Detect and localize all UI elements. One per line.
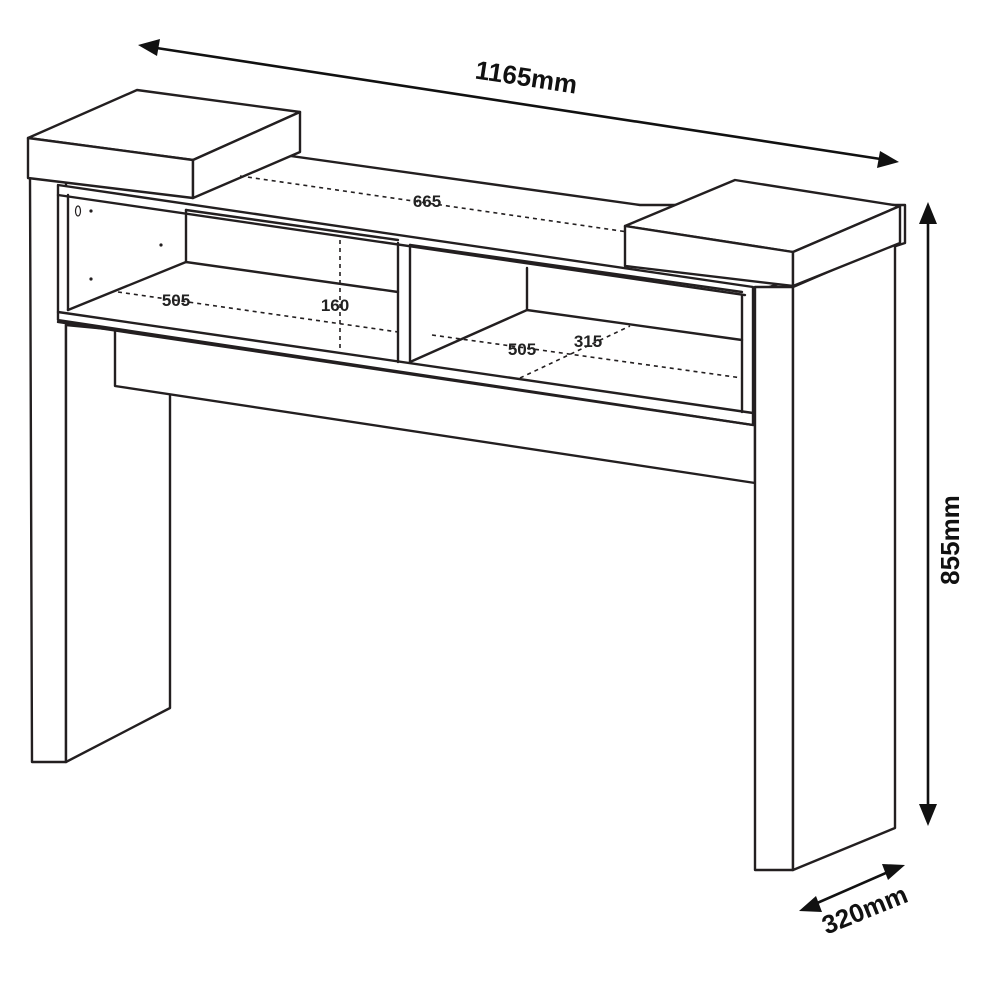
depth-arrow-right-icon	[882, 864, 905, 880]
depth-dimension-line	[807, 867, 896, 909]
depth-arrow-left-icon	[799, 896, 822, 912]
shelf-back-edge	[56, 193, 747, 297]
inner-measure-labels: 665 505 160 505 315	[162, 192, 602, 359]
height-dimension: 855mm	[919, 202, 965, 826]
depth-label: 320mm	[817, 879, 911, 940]
shelf-front-lip-lower	[56, 320, 755, 427]
right-leg-front	[753, 285, 795, 872]
depth-dimension: 320mm	[799, 864, 912, 940]
width-label: 1165mm	[473, 55, 579, 100]
dowel-hole	[74, 205, 82, 217]
shelf-front-lip	[56, 310, 755, 415]
niche-depth-label: 315	[574, 332, 602, 351]
height-label: 855mm	[935, 495, 965, 585]
width-arrow-left-icon	[138, 39, 160, 56]
right-niche-width-label: 505	[508, 340, 536, 359]
width-dimension-line	[149, 45, 888, 162]
console-table	[26, 88, 907, 872]
height-arrow-bottom-icon	[919, 804, 937, 826]
niche-height-label: 160	[321, 296, 349, 315]
right-niche-top-edge	[408, 243, 744, 294]
left-niche-top-edge	[184, 208, 400, 242]
right-leg-side	[791, 241, 897, 872]
pin-dot-3	[89, 277, 93, 281]
width-arrow-right-icon	[877, 151, 899, 168]
pin-dot-1	[89, 209, 93, 213]
top-gap-label: 665	[413, 192, 441, 211]
right-block-side	[791, 204, 902, 288]
left-niche-width-label: 505	[162, 291, 190, 310]
dash-top-gap	[239, 175, 629, 233]
pin-dot-2	[159, 243, 163, 247]
dash-left-niche-width	[117, 291, 399, 333]
left-block-side	[191, 110, 302, 200]
height-arrow-top-icon	[919, 202, 937, 224]
